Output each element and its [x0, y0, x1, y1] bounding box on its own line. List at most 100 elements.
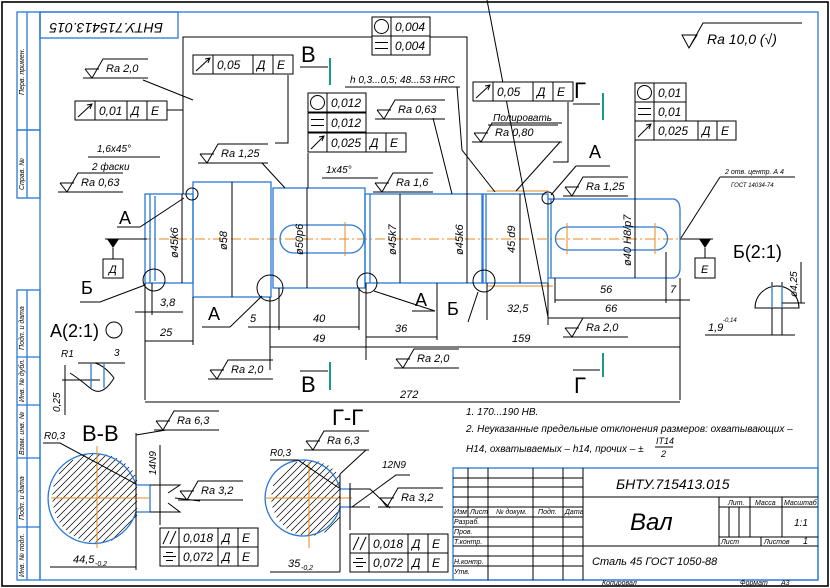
title-block-sheets-label: Листов	[763, 539, 790, 546]
dim-d45k6-right: ø45k6	[454, 224, 466, 255]
roughness-mark: Ra 2,0	[83, 58, 148, 79]
runout-icon	[77, 103, 93, 118]
title-block-format: А3	[780, 580, 790, 587]
datum-reference: Д	[368, 136, 379, 150]
flatness-icon	[311, 119, 324, 126]
tolerance-value: 0,018	[373, 537, 403, 551]
title-block-scale-label: Масштаб	[784, 499, 818, 507]
dimensions-d44-5: 44,5	[73, 554, 95, 566]
tolerance-frame: 0,012	[307, 92, 367, 113]
title-block-lit: Лит.	[727, 500, 744, 507]
datum-reference: Е	[390, 136, 399, 150]
datum-reference: Е	[242, 531, 251, 545]
notes-n2b: Н14, охватываемых – h14, прочих – ±	[466, 444, 644, 455]
hatch-line	[272, 461, 298, 487]
datum-reference: Е	[557, 85, 566, 99]
dimensions-d44-5-tol: -0,2	[95, 561, 107, 568]
title-block-utv: Утв.	[453, 569, 470, 576]
datum-e: Е	[680, 238, 716, 279]
section-labels-b: Б	[447, 299, 459, 319]
roughness-mark: Ra 6,3	[304, 430, 369, 451]
section-labels-v: В	[301, 42, 316, 67]
roughness-label: Ra 1,25	[586, 181, 625, 193]
hatch-line	[88, 493, 138, 543]
dim-7: 7	[670, 284, 677, 296]
tolerance-value: 0,018	[183, 531, 213, 545]
dimensions-w1-9: 1,9	[708, 322, 723, 334]
roughness-icon	[373, 172, 433, 193]
roughness-mark: Ra 2,0	[394, 348, 459, 369]
side-strip: Перв. примен. Справ. № Подп. и дата Инв.…	[16, 11, 41, 581]
circularity-icon	[310, 95, 325, 110]
dimensions-h0-25: 0,25	[52, 392, 63, 412]
roughness-label: Ra 3,2	[201, 485, 233, 497]
section-labels-a: А	[415, 290, 427, 310]
roughness-icon	[208, 359, 273, 380]
dimensions-d35-tol: -0,2	[301, 565, 313, 572]
datum-reference: Е	[432, 537, 441, 551]
strip-podp-data-1: Подп. и дата	[18, 306, 26, 350]
circularity-icon	[637, 85, 652, 100]
dim-32-5: 32,5	[507, 303, 529, 315]
section-labels-g: Г	[574, 373, 586, 398]
hatch-line	[274, 463, 324, 513]
roughness-icon	[563, 317, 628, 338]
title-block-col-izm: Изм	[454, 509, 467, 516]
part-name: Вал	[630, 509, 673, 536]
section-labels-detail-b: Б(2:1)	[733, 242, 782, 262]
dim-40: 40	[313, 313, 326, 325]
hatch-line	[314, 509, 341, 536]
section-labels-a: А	[208, 304, 220, 324]
tolerance-value: 0,072	[183, 550, 213, 564]
roughness-label: Ra 2,0	[231, 364, 264, 376]
roughness-icon	[178, 480, 243, 501]
roughness-icon	[375, 99, 445, 120]
roughness-label: Ra 1,6	[396, 177, 429, 189]
dim-56: 56	[600, 284, 613, 296]
tolerance-value: 0,004	[395, 20, 425, 34]
annotations-chamfer-mid: 1x45°	[326, 165, 352, 176]
roughness-label: Ra 2,0	[417, 353, 450, 365]
datum-reference: Е	[151, 104, 160, 118]
section-vv: В-В R0,3 14N9 44,5 -0,2	[43, 421, 201, 570]
dim-36: 36	[395, 323, 408, 335]
detail-a: А(2:1) R1 3 0,25	[50, 321, 125, 415]
annotations-hardening: h 0,3...0,5; 48...53 HRC	[350, 75, 456, 86]
hatch-line	[52, 453, 94, 495]
tolerance-frame: 0,004	[371, 16, 431, 37]
tolerance-frame: 0,004	[371, 35, 431, 56]
tolerance-value: 0,072	[373, 556, 403, 570]
dim-25: 25	[159, 327, 173, 339]
section-labels-a: А	[119, 208, 131, 228]
annotations-center-holes-2: ГОСТ 14034-74	[731, 183, 774, 189]
section-labels-detail-a: А(2:1)	[50, 321, 99, 341]
dim-d58: ø58	[218, 230, 230, 250]
detail-b: Б(2:1) ø4,25 1,9 -0,14	[705, 242, 805, 336]
tolerance-value: 0,01	[99, 104, 122, 118]
flatness-icon	[638, 108, 651, 115]
shaft-main-view: ø45k6 ø58 ø50p6 ø45k7 ø45k6 45 d9 ø40 H8…	[80, 0, 795, 403]
roughness-icon	[198, 143, 268, 164]
notes-frac-den: 2	[660, 449, 666, 459]
hatch-line	[307, 502, 341, 536]
keyway-left	[279, 224, 365, 254]
dim-d50p6: ø50p6	[294, 223, 306, 255]
datum-reference: Д	[255, 58, 266, 72]
dim-45d9: 45 d9	[506, 225, 518, 253]
hatch-line	[78, 479, 138, 539]
hatch-line	[279, 468, 333, 522]
datum-reference: Д	[410, 556, 421, 570]
section-labels-b: Б	[81, 278, 93, 298]
title-block-tkontr: Т.контр.	[454, 539, 482, 546]
roughness-icon	[472, 122, 562, 143]
material: Сталь 45 ГОСТ 1050-88	[592, 556, 718, 568]
roughness-icon	[563, 176, 628, 197]
roughness-label: Ra 0,80	[495, 127, 534, 139]
designation: БНТУ.715413.015	[616, 476, 730, 492]
roughness-mark: Ra 3,2	[378, 487, 443, 508]
roughness-mark: Ra 0,63	[58, 172, 123, 193]
